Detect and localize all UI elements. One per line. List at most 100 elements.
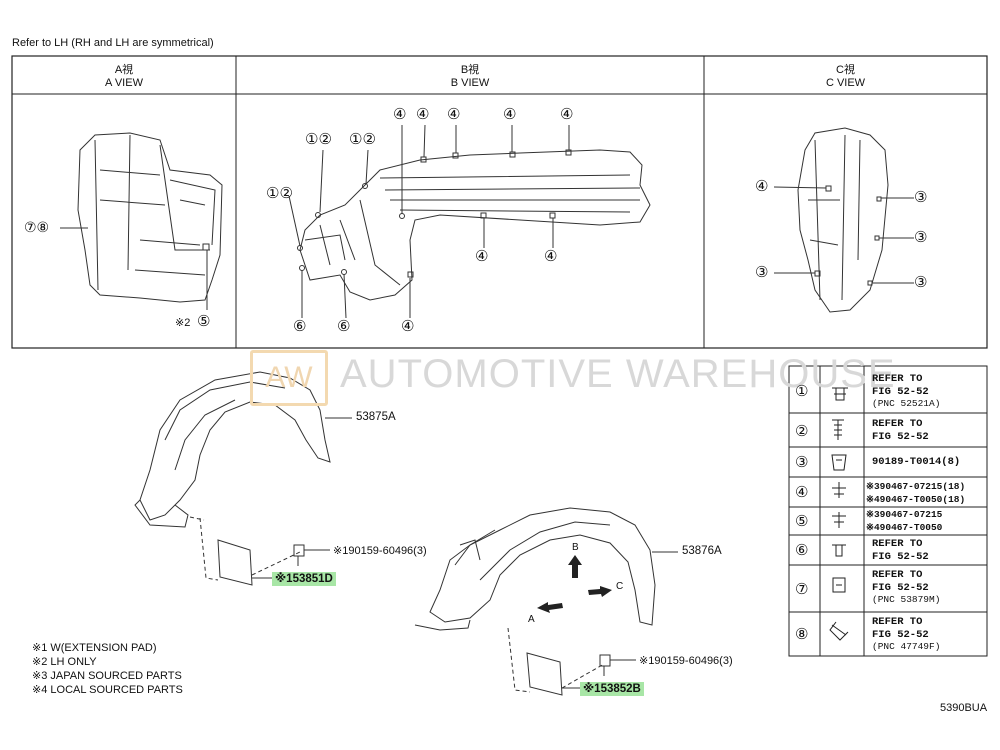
legend-desc-6: REFER TO FIG 52-52 — [872, 538, 929, 563]
b-callout-4-h: ④ — [401, 318, 415, 335]
view-c-line2: C VIEW — [825, 77, 866, 89]
view-a-line1: A視 — [114, 64, 134, 76]
legend-num-6: ⑥ — [795, 542, 809, 559]
arrow-a-label: A — [528, 614, 535, 625]
arrow-a-icon — [537, 602, 563, 613]
view-c-line1: C視 — [836, 64, 855, 76]
c-callout-3-c: ③ — [755, 264, 769, 281]
pad2-code: ※153852B — [580, 682, 644, 696]
view-c-header: C視 C VIEW — [704, 64, 987, 90]
legend-8-line-1: REFER TO — [872, 616, 923, 628]
legend-4-line-2: ※490467-T0050(18) — [866, 493, 966, 505]
part-label-53875a: 53875A — [356, 411, 396, 423]
b-callout-4-e: ④ — [560, 106, 574, 123]
footnote-1: ※1 W(EXTENSION PAD) — [32, 642, 157, 654]
a-callout-5: ⑤ — [197, 313, 211, 330]
part-53876a-drawing — [414, 507, 678, 631]
view-a-line2: A VIEW — [105, 77, 143, 89]
b-callout-4-a: ④ — [393, 106, 407, 123]
legend-7-line-3: (PNC 53879M) — [872, 594, 941, 605]
page-title: Refer to LH (RH and LH are symmetrical) — [12, 37, 214, 49]
view-arrows — [537, 555, 612, 613]
legend-desc-3: 90189-T0014(8) — [872, 456, 960, 469]
b-callout-12-c: ①② — [349, 131, 376, 148]
footnote-4: ※4 LOCAL SOURCED PARTS — [32, 684, 183, 696]
legend-2-line-2: FIG 52-52 — [872, 430, 929, 443]
c-callout-3-b: ③ — [914, 229, 928, 246]
legend-num-2: ② — [795, 423, 809, 440]
retainer-icon — [832, 577, 846, 593]
b-callout-12-b: ①② — [305, 131, 332, 148]
legend-num-8: ⑧ — [795, 626, 809, 643]
legend-5-line-2: ※490467-T0050 — [866, 521, 943, 533]
watermark-logo: AW — [250, 350, 328, 406]
footnote-2: ※2 LH ONLY — [32, 656, 97, 668]
screw-label-2: ※190159-60496(3) — [639, 655, 733, 667]
screw-clip-icon — [832, 482, 846, 498]
legend-fastener-icons — [829, 387, 849, 641]
diagram-code: 5390BUA — [940, 702, 988, 714]
legend-num-5: ⑤ — [795, 513, 809, 530]
grommet-icon — [832, 544, 846, 557]
legend-5-line-1: ※390467-07215 — [866, 509, 943, 520]
legend-desc-4: ※390467-07215(18) ※490467-T0050(18) — [866, 481, 965, 506]
view-a-header: A視 A VIEW — [12, 64, 236, 90]
view-b-line1: B視 — [460, 64, 480, 76]
view-b-line2: B VIEW — [450, 77, 490, 89]
legend-num-7: ⑦ — [795, 581, 809, 598]
legend-4-line-1: ※390467-07215(18) — [866, 481, 966, 492]
part-label-53876a: 53876A — [682, 545, 722, 557]
bolt-icon — [829, 621, 849, 641]
legend-desc-8: REFER TO FIG 52-52 (PNC 47749F) — [872, 616, 940, 654]
legend-num-3: ③ — [795, 454, 809, 471]
footnote-3: ※3 JAPAN SOURCED PARTS — [32, 670, 182, 682]
clip-icon — [832, 387, 848, 401]
screw-label-1: ※190159-60496(3) — [333, 545, 427, 557]
b-callout-12-a: ①② — [266, 185, 293, 202]
legend-1-line-1: REFER TO — [872, 373, 923, 385]
legend-num-4: ④ — [795, 484, 809, 501]
legend-num-1: ① — [795, 383, 809, 400]
b-callout-4-d: ④ — [503, 106, 517, 123]
footnotes: ※1 W(EXTENSION PAD) ※2 LH ONLY ※3 JAPAN … — [32, 641, 183, 697]
part-label-pad1: ※153851D — [272, 569, 336, 587]
pad1-code: ※153851D — [272, 572, 336, 586]
b-callout-4-b: ④ — [416, 106, 430, 123]
b-callout-4-g: ④ — [544, 248, 558, 265]
extension-pad-1-drawing — [189, 516, 330, 586]
legend-desc-5: ※390467-07215 ※490467-T0050 — [866, 509, 942, 534]
legend-8-line-3: (PNC 47749F) — [872, 641, 941, 652]
b-view-drawing — [288, 124, 651, 319]
c-callout-3-a: ③ — [914, 189, 928, 206]
arrow-b-icon — [568, 555, 582, 578]
screw-clip-2-icon — [832, 512, 846, 528]
legend-7-line-2: FIG 52-52 — [872, 581, 929, 594]
extension-pad-2-drawing — [507, 627, 636, 696]
c-callout-3-d: ③ — [914, 274, 928, 291]
legend-6-line-2: FIG 52-52 — [872, 550, 929, 563]
legend-desc-7: REFER TO FIG 52-52 (PNC 53879M) — [872, 569, 940, 607]
b-callout-4-c: ④ — [447, 106, 461, 123]
views-frame — [11, 55, 988, 349]
c-callout-4: ④ — [755, 178, 769, 195]
b-callout-4-f: ④ — [475, 248, 489, 265]
legend-2-line-1: REFER TO — [872, 418, 923, 430]
legend-8-line-2: FIG 52-52 — [872, 628, 929, 641]
arrow-b-label: B — [572, 542, 579, 553]
legend-3-line-1: 90189-T0014(8) — [872, 456, 961, 468]
b-callout-6-b: ⑥ — [337, 318, 351, 335]
c-view-drawing — [773, 127, 914, 313]
legend-1-line-2: FIG 52-52 — [872, 385, 929, 398]
legend-table — [788, 365, 988, 657]
b-callout-6-a: ⑥ — [293, 318, 307, 335]
a-callout-78: ⑦⑧ — [24, 219, 50, 235]
view-b-header: B視 B VIEW — [236, 64, 704, 90]
legend-desc-2: REFER TO FIG 52-52 — [872, 418, 929, 443]
pin-icon — [832, 419, 844, 440]
legend-6-line-1: REFER TO — [872, 538, 923, 550]
legend-1-line-3: (PNC 52521A) — [872, 398, 941, 409]
legend-desc-1: REFER TO FIG 52-52 (PNC 52521A) — [872, 373, 940, 411]
part-label-pad2: ※153852B — [580, 679, 644, 697]
legend-7-line-1: REFER TO — [872, 569, 923, 581]
